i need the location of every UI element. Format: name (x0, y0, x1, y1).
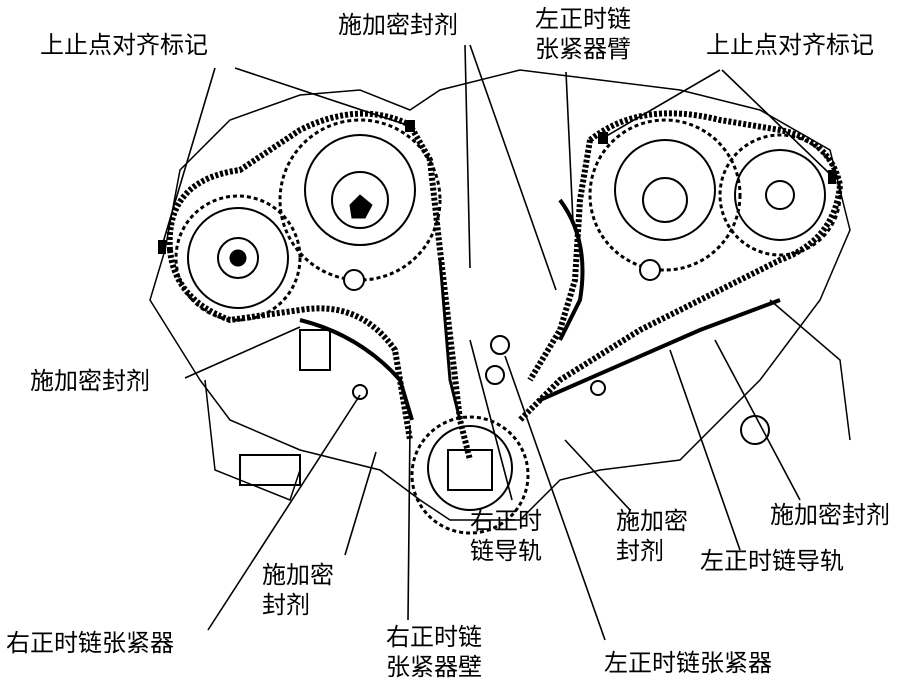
bolt-2 (639, 259, 661, 281)
crankshaft-sprocket (410, 415, 530, 535)
left-timing-chain (166, 110, 473, 461)
right-exhaust-sprocket (718, 133, 842, 257)
leader-tdc-right-a (602, 69, 721, 139)
leader-left-tensioner (504, 355, 606, 641)
label-tdc-mark-left: 上止点对齐标记 (40, 31, 208, 59)
label-right-tensioner-wall: 右正时链 张紧器壁 (386, 623, 482, 681)
label-sealant-top: 施加密封剂 (338, 11, 458, 39)
leader-sealant-right (714, 339, 801, 501)
engine-block-right-edge (769, 299, 851, 441)
label-tdc-mark-right: 上止点对齐标记 (706, 31, 874, 59)
label-right-tensioner: 右正时链张紧器 (6, 629, 174, 657)
leader-right-guide (469, 339, 513, 501)
leader-sealant-top-a (464, 44, 471, 269)
leader-sealant-left (184, 326, 301, 379)
leader-sealant-top-b (469, 44, 557, 291)
leader-right-tensioner-wall (407, 424, 411, 621)
bolt-7 (740, 415, 770, 445)
leader-right-tensioner (207, 394, 361, 631)
left-chain-tensioner-arm-shape (558, 198, 585, 341)
right-intake-sprocket (588, 118, 742, 272)
engine-block-outline (149, 69, 851, 521)
label-left-tensioner: 左正时链张紧器 (604, 649, 772, 677)
bolt-6 (590, 380, 606, 396)
leader-tdc-right-b (721, 69, 833, 177)
label-right-chain-guide: 右正时 链导轨 (470, 507, 542, 565)
block-detail-2 (299, 329, 331, 371)
tdc-mark-4 (828, 170, 836, 184)
leader-tdc-left-a (161, 67, 216, 247)
bolt-5 (352, 384, 368, 400)
label-sealant-lower-left: 施加密 封剂 (262, 561, 334, 619)
label-sealant-right: 施加密封剂 (770, 501, 890, 529)
leader-sealant-center (564, 439, 631, 511)
leader-left-guide (669, 349, 741, 551)
left-intake-sprocket (174, 194, 302, 322)
block-detail-1 (239, 454, 301, 486)
engine-block-left-edge (204, 379, 301, 501)
right-chain-tensioner-arm (299, 318, 414, 421)
tdc-mark-1 (158, 240, 166, 254)
leader-left-arm (565, 71, 574, 223)
leader-sealant-lower-left (344, 451, 377, 556)
leader-tdc-left-b (234, 67, 411, 127)
right-timing-chain (517, 110, 844, 423)
label-sealant-center: 施加密 封剂 (616, 507, 688, 565)
left-chain-guide-shape (539, 298, 781, 402)
label-left-chain-guide: 左正时链导轨 (700, 547, 844, 575)
label-left-tensioner-arm: 左正时链 张紧器臂 (535, 5, 631, 63)
label-sealant-left: 施加密封剂 (30, 367, 150, 395)
left-exhaust-sprocket (278, 118, 442, 282)
bolt-3 (490, 335, 510, 355)
bolt-1 (343, 269, 365, 291)
right-chain-guide-shape (438, 259, 462, 421)
bolt-4 (485, 365, 505, 385)
